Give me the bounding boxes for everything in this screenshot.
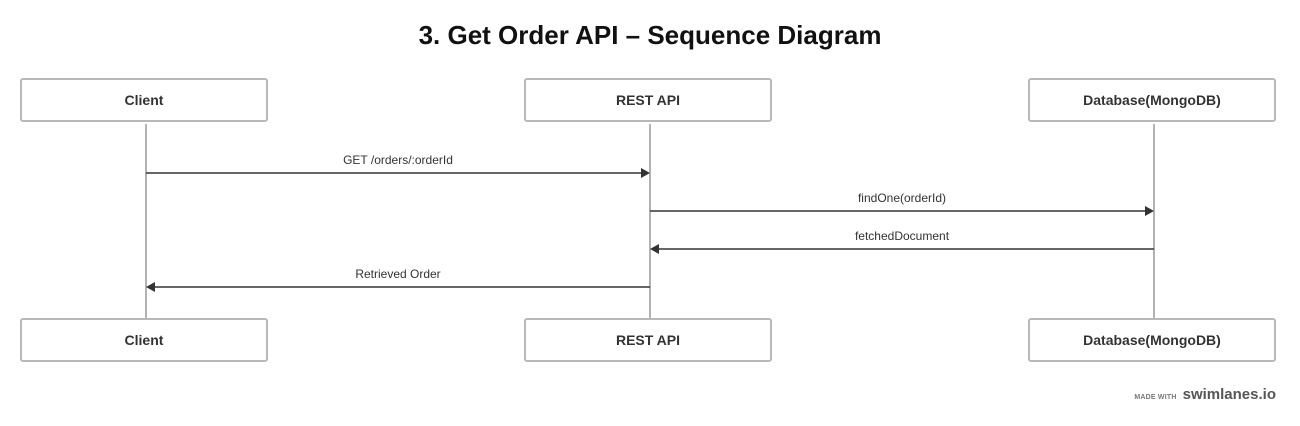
actor-box-client-bottom: Client xyxy=(20,318,268,362)
message-arrow: Retrieved Order xyxy=(146,267,650,292)
message-arrow: fetchedDocument xyxy=(650,229,1154,254)
message-label: fetchedDocument xyxy=(855,229,950,243)
actor-box-database-bottom: Database(MongoDB) xyxy=(1028,318,1276,362)
watermark-brand[interactable]: swimlanes.io xyxy=(1182,386,1276,403)
message-label: findOne(orderId) xyxy=(858,191,946,205)
actor-box-database-top: Database(MongoDB) xyxy=(1028,78,1276,122)
arrowhead-icon xyxy=(641,168,650,178)
watermark[interactable]: MADE WITH swimlanes.io xyxy=(1134,386,1276,403)
message-arrow: findOne(orderId) xyxy=(650,191,1154,216)
message-arrow: GET /orders/:orderId xyxy=(146,153,650,178)
actor-box-rest-api-top: REST API xyxy=(524,78,772,122)
diagram-title: 3. Get Order API – Sequence Diagram xyxy=(418,20,882,50)
actor-box-rest-api-bottom: REST API xyxy=(524,318,772,362)
message-label: GET /orders/:orderId xyxy=(343,153,453,167)
arrowhead-icon xyxy=(146,282,155,292)
actor-box-client-top: Client xyxy=(20,78,268,122)
message-label: Retrieved Order xyxy=(355,267,440,281)
arrowhead-icon xyxy=(1145,206,1154,216)
watermark-prefix: MADE WITH xyxy=(1134,394,1177,401)
arrowhead-icon xyxy=(650,244,659,254)
